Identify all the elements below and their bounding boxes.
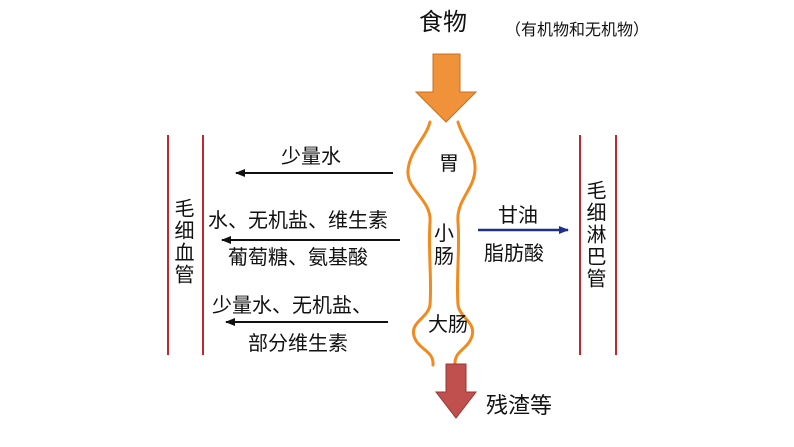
residue-arrow — [434, 363, 478, 419]
large-intestine-label: 大肠 — [428, 312, 468, 336]
lymph-capillary-label: 毛细淋巴管 — [583, 180, 607, 290]
small-intestine-absorb-label-2: 葡萄糖、氨基酸 — [228, 245, 368, 269]
food-label: 食物 — [419, 8, 467, 36]
food-note-label: （有机物和无机物） — [505, 20, 650, 39]
digestive-tract — [406, 120, 477, 367]
large-intestine-absorb-label-2: 部分维生素 — [248, 331, 348, 355]
small-intestine-label: 小肠 — [434, 221, 454, 268]
large-intestine-absorb-label-1: 少量水、无机盐、 — [212, 293, 372, 317]
residue-label: 残渣等 — [486, 394, 553, 419]
stomach-absorb-label: 少量水 — [281, 144, 341, 168]
small-intestine-absorb-label-1: 水、无机盐、维生素 — [208, 208, 388, 232]
food-arrow — [414, 53, 478, 123]
lymph-absorb-label-2: 脂肪酸 — [484, 241, 544, 265]
stomach-label: 胃 — [439, 151, 459, 175]
capillary-label: 毛细血管 — [171, 198, 195, 286]
lymph-absorb-label-1: 甘油 — [498, 203, 538, 227]
